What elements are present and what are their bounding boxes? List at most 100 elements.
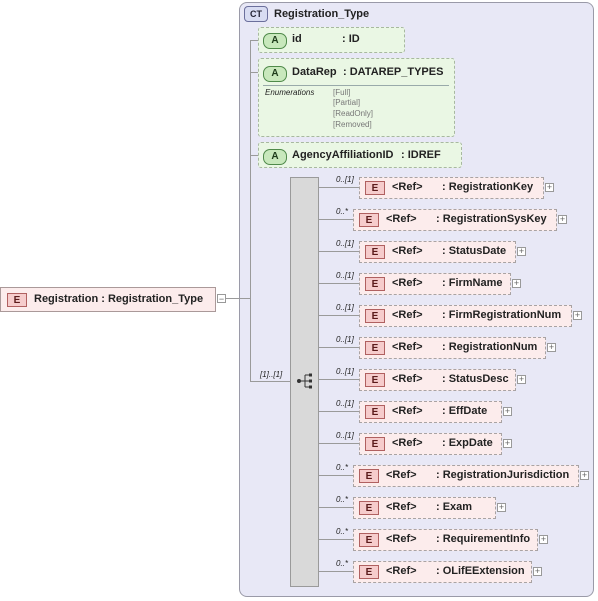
expand-toggle[interactable]: + xyxy=(517,246,526,256)
child-cardinality: 0..[1] xyxy=(336,335,354,344)
root-element-label: Registration : Registration_Type xyxy=(34,293,204,305)
child-cardinality: 0..[1] xyxy=(336,303,354,312)
element-badge: E xyxy=(365,309,385,323)
connector-trunk xyxy=(250,40,251,382)
expand-toggle[interactable]: + xyxy=(512,278,521,288)
connector-child xyxy=(319,347,359,348)
element-name: : RegistrationNum xyxy=(442,341,538,353)
expand-toggle[interactable]: + xyxy=(497,502,506,512)
connector-child xyxy=(319,187,359,188)
expand-toggle[interactable]: + xyxy=(533,566,542,576)
attribute-agencyaffiliationid[interactable]: A AgencyAffiliationID : IDREF xyxy=(258,142,462,168)
connector-child xyxy=(319,475,353,476)
element-badge: E xyxy=(365,341,385,355)
sequence-compositor-icon[interactable] xyxy=(296,371,316,391)
attribute-id[interactable]: A id : ID xyxy=(258,27,405,53)
element-name: : RegistrationJurisdiction xyxy=(436,469,570,481)
expand-toggle[interactable]: + xyxy=(503,406,512,416)
child-cardinality: 0..* xyxy=(336,495,349,504)
attribute-name: DataRep xyxy=(292,66,337,78)
element-name: : OLifEExtension xyxy=(436,565,525,577)
element-name: : RegistrationKey xyxy=(442,181,534,193)
child-element-ref[interactable]: E<Ref>: StatusDesc xyxy=(359,369,516,391)
connector-attr-id xyxy=(250,40,262,41)
expand-toggle[interactable]: + xyxy=(539,534,548,544)
connector-child xyxy=(319,379,359,380)
child-element-ref[interactable]: E <Ref> : RegistrationJurisdiction xyxy=(353,465,579,487)
element-name: : FirmRegistrationNum xyxy=(442,309,562,321)
element-name: : RegistrationSysKey xyxy=(436,213,547,225)
child-cardinality: 0..[1] xyxy=(336,431,354,440)
element-name: : EffDate xyxy=(442,405,488,417)
expand-toggle[interactable]: + xyxy=(547,342,556,352)
element-ref-label: <Ref> xyxy=(392,341,423,353)
attribute-datarep[interactable]: A DataRep : DATAREP_TYPES Enumerations [… xyxy=(258,58,455,137)
root-element[interactable]: E Registration : Registration_Type xyxy=(0,287,216,312)
element-badge: E xyxy=(359,533,379,547)
attribute-name: AgencyAffiliationID xyxy=(292,149,394,161)
child-cardinality: 0..* xyxy=(336,207,349,216)
connector-child xyxy=(319,507,353,508)
element-ref-label: <Ref> xyxy=(386,533,417,545)
attribute-type: : IDREF xyxy=(401,149,441,161)
expand-toggle[interactable]: + xyxy=(558,214,567,224)
child-cardinality: 0..* xyxy=(336,527,349,536)
expand-toggle[interactable]: + xyxy=(580,470,589,480)
expand-toggle[interactable]: + xyxy=(545,182,554,192)
connector-child xyxy=(319,219,353,220)
element-ref-label: <Ref> xyxy=(392,405,423,417)
element-badge: E xyxy=(365,405,385,419)
child-cardinality: 0..[1] xyxy=(336,367,354,376)
connector-child xyxy=(319,251,359,252)
sequence-cardinality: [1]..[1] xyxy=(260,370,283,379)
attribute-badge: A xyxy=(263,66,287,82)
element-name: : RequirementInfo xyxy=(436,533,531,545)
child-element-ref[interactable]: E <Ref> : FirmRegistrationNum xyxy=(359,305,572,327)
element-ref-label: <Ref> xyxy=(392,373,423,385)
child-cardinality: 0..[1] xyxy=(336,271,354,280)
expand-toggle[interactable]: + xyxy=(573,310,582,320)
expand-toggle[interactable]: + xyxy=(517,374,526,384)
collapse-toggle[interactable]: − xyxy=(217,294,226,304)
attribute-badge: A xyxy=(263,33,287,49)
element-badge: E xyxy=(359,501,379,515)
child-cardinality: 0..[1] xyxy=(336,239,354,248)
child-element-ref[interactable]: E <Ref> : Exam xyxy=(353,497,496,519)
element-badge: E xyxy=(365,277,385,291)
attribute-type: : DATAREP_TYPES xyxy=(343,66,444,78)
root-element-badge: E xyxy=(7,293,27,307)
element-name: : Exam xyxy=(436,501,473,513)
enumeration-value: [Partial] xyxy=(333,98,361,107)
connector-child xyxy=(319,571,353,572)
element-name: : ExpDate xyxy=(442,437,493,449)
enumeration-value: [ReadOnly] xyxy=(333,109,374,118)
attribute-badge: A xyxy=(263,149,287,165)
element-ref-label: <Ref> xyxy=(392,437,423,449)
expand-toggle[interactable]: + xyxy=(503,438,512,448)
child-element-ref[interactable]: E<Ref>: RegistrationSysKey xyxy=(353,209,557,231)
child-element-ref[interactable]: E<Ref>: RegistrationKey xyxy=(359,177,544,199)
child-element-ref[interactable]: E <Ref> : RequirementInfo xyxy=(353,529,538,551)
element-badge: E xyxy=(365,373,385,387)
child-element-ref[interactable]: E<Ref>: ExpDate xyxy=(359,433,502,455)
element-ref-label: <Ref> xyxy=(392,309,423,321)
element-ref-label: <Ref> xyxy=(386,501,417,513)
connector-child xyxy=(319,315,359,316)
child-element-ref[interactable]: E <Ref> : RegistrationNum xyxy=(359,337,546,359)
complex-type-badge: CT xyxy=(244,6,268,22)
child-element-ref[interactable]: E <Ref> : EffDate xyxy=(359,401,502,423)
element-badge: E xyxy=(359,469,379,483)
child-element-ref[interactable]: E <Ref> : OLifEExtension xyxy=(353,561,532,583)
element-badge: E xyxy=(359,565,379,579)
enumeration-divider xyxy=(263,85,449,86)
element-ref-label: <Ref> xyxy=(386,469,417,481)
complex-type-header: CT Registration_Type xyxy=(244,6,369,22)
child-element-ref[interactable]: E<Ref>: StatusDate xyxy=(359,241,516,263)
child-cardinality: 0..* xyxy=(336,559,349,568)
child-element-ref[interactable]: E<Ref>: FirmName xyxy=(359,273,511,295)
connector-child xyxy=(319,539,353,540)
element-ref-label: <Ref> xyxy=(386,565,417,577)
enumeration-value: [Removed] xyxy=(333,120,372,129)
element-ref-label: <Ref> xyxy=(392,277,423,289)
connector-attr-datarep xyxy=(250,72,262,73)
